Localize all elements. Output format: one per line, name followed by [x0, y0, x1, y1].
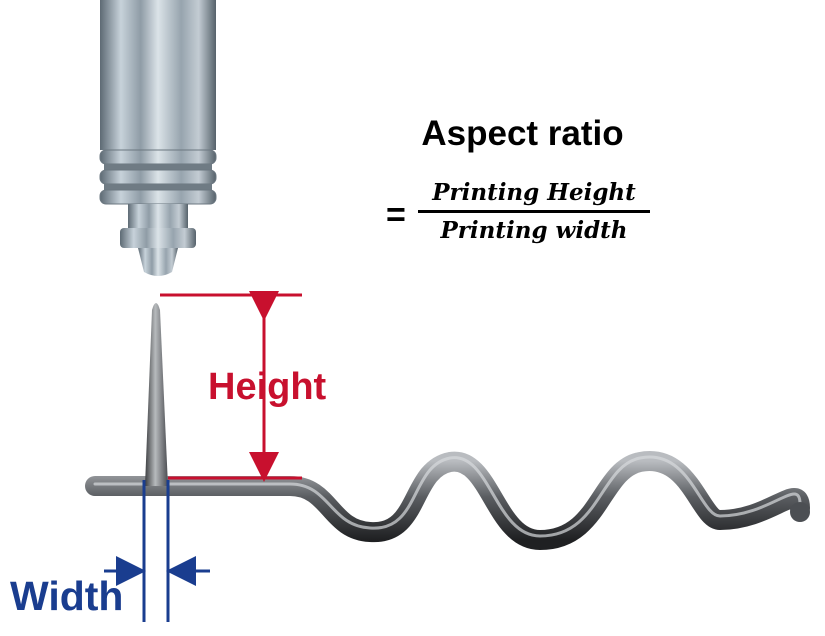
formula-equals-sign: =	[386, 196, 406, 234]
height-label: Height	[208, 366, 327, 408]
width-dimension	[104, 480, 210, 622]
printed-wire-icon	[85, 451, 810, 550]
width-label: Width	[10, 573, 124, 619]
formula-numerator: Printing Height	[432, 179, 636, 206]
formula-denominator: Printing width	[440, 217, 628, 244]
formula-fraction: Printing Height Printing width	[418, 178, 650, 246]
page-title: Aspect ratio	[421, 114, 624, 153]
height-dimension	[160, 291, 302, 482]
fraction-bar	[418, 210, 650, 213]
dispensing-nozzle-icon	[99, 0, 217, 276]
printed-pillar	[145, 303, 168, 486]
